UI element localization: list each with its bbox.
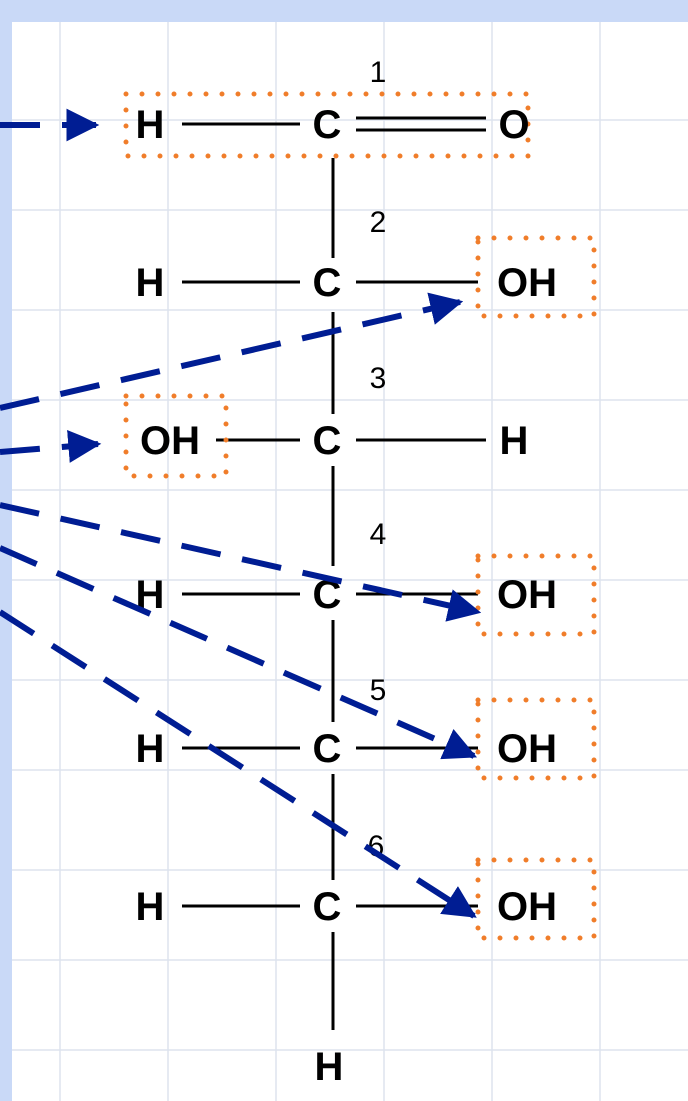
carbon-number-1: 1 (370, 56, 387, 89)
atom-c1-center: C (313, 103, 342, 147)
atom-c3-left: OH (140, 419, 200, 463)
atom-c1-right: O (498, 103, 529, 147)
atom-c6-left: H (136, 885, 165, 929)
atom-c1-left: H (136, 103, 165, 147)
atom-c3-right: H (500, 419, 529, 463)
arrow-to-hydroxyl-c4 (0, 502, 482, 622)
arrow-to-hydroxyl-c5 (0, 545, 478, 760)
atom-c5-right: OH (497, 727, 557, 771)
carbon-number-2: 2 (370, 206, 387, 239)
carbon-number-3: 3 (370, 362, 387, 395)
carbon-number-5: 5 (370, 674, 387, 707)
atom-c3-center: C (313, 419, 342, 463)
paper-background (12, 22, 688, 1101)
atom-c5-center: C (313, 727, 342, 771)
atom-c2-center: C (313, 261, 342, 305)
functional-group-highlights (123, 91, 597, 941)
atom-c2-left: H (136, 261, 165, 305)
hydroxyl-highlight-c3 (123, 393, 229, 479)
pointer-arrows (0, 108, 482, 919)
atom-c5-left: H (136, 727, 165, 771)
atom-c4-right: OH (497, 573, 557, 617)
atom-c6-center: C (313, 885, 342, 929)
grid-lines (12, 22, 688, 1101)
atom-bottom-h: H (315, 1045, 344, 1089)
atom-c2-right: OH (497, 261, 557, 305)
atom-c6-right: OH (497, 885, 557, 929)
arrow-to-hydroxyl-c2 (0, 292, 464, 411)
carbon-number-4: 4 (370, 518, 387, 551)
arrow-to-hydroxyl-c3 (0, 429, 102, 463)
aldehyde-group-highlight (123, 91, 531, 159)
arrow-to-hydroxyl-c6 (0, 609, 477, 919)
bonds (182, 116, 486, 1030)
